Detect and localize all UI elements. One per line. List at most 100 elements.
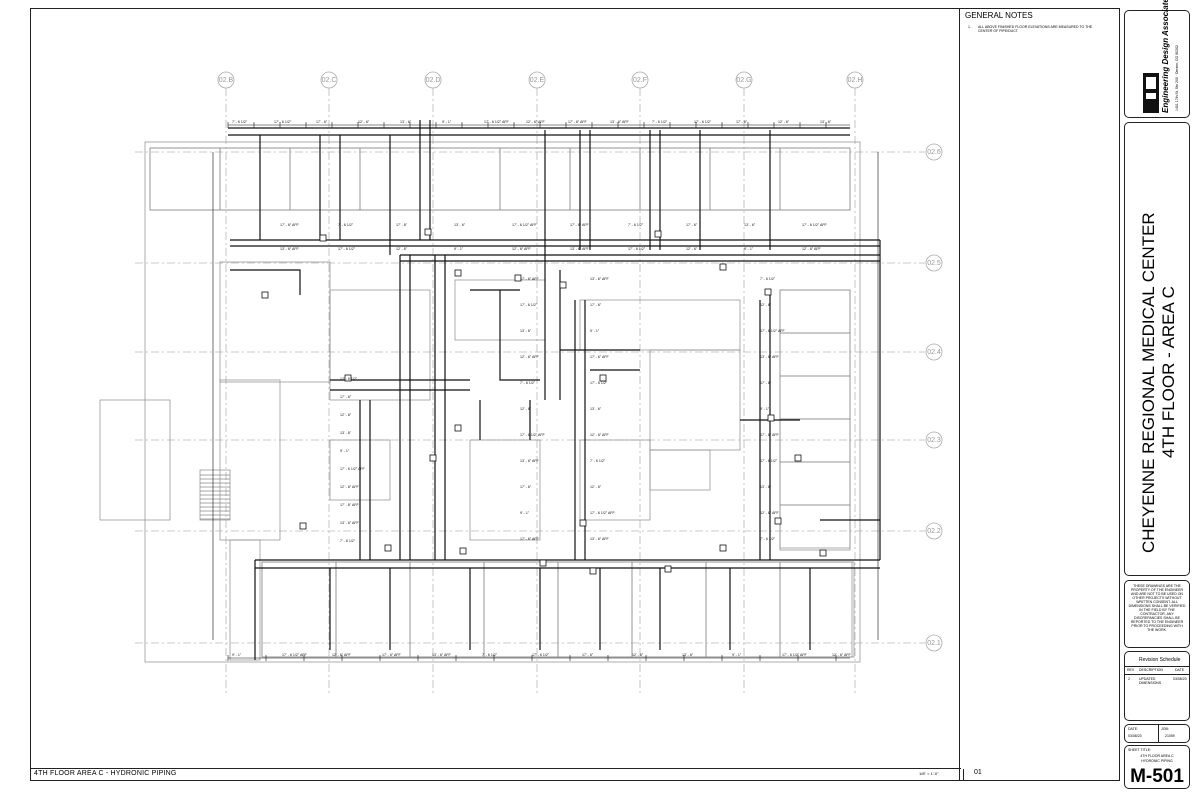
dimension-label: 13' - 6" <box>820 120 832 124</box>
dimension-label: 17' - 6" AFF <box>340 503 360 507</box>
grid-bubble-row <box>925 522 943 540</box>
dimension-label: 12' - 6" <box>340 413 352 417</box>
grid-bubble-column <box>528 71 546 89</box>
dimension-label: 9' - 1" <box>454 247 464 251</box>
project-name: CHEYENNE REGIONAL MEDICAL CENTER <box>1139 212 1158 553</box>
dimension-label: 17' - 6 1/2" AFF <box>802 223 828 227</box>
notes-column <box>960 8 1120 781</box>
patient-room <box>779 289 851 334</box>
valve-marker <box>459 547 467 555</box>
dimension-label: 7' - 6 1/2" <box>760 277 776 281</box>
dimension-label: 17' - 6 1/2" <box>532 653 550 657</box>
dimension-label: 13' - 6" <box>520 329 532 333</box>
dimension-label: 13' - 6" AFF <box>610 120 630 124</box>
view-title-bar: 4TH FLOOR AREA C - HYDRONIC PIPING 1/8" … <box>31 768 982 781</box>
valve-marker <box>719 544 727 552</box>
grid-bubble-row <box>925 254 943 272</box>
patient-room <box>779 332 851 377</box>
dimension-label: 12' - 6" <box>760 303 772 307</box>
dimension-label: 17' - 6" AFF <box>280 223 300 227</box>
patient-room <box>779 147 851 211</box>
valve-marker <box>654 230 662 238</box>
view-number: 01 <box>974 769 982 776</box>
dimension-label: 13' - 6" AFF <box>760 355 780 359</box>
grid-bubble-column <box>424 71 442 89</box>
grid-bubble-row <box>925 634 943 652</box>
sheet-date: 03/08/23 <box>1128 734 1142 738</box>
dimension-label: 13' - 6" AFF <box>280 247 300 251</box>
grid-bubble-column <box>217 71 235 89</box>
building-walls <box>99 141 861 663</box>
grid-label-column: 02.D <box>426 77 441 84</box>
grid-label-column: 02.F <box>633 77 647 84</box>
patient-room <box>429 147 501 211</box>
dimension-label: 17' - 6" <box>590 303 602 307</box>
revision-header-description: DESCRIPTION <box>1139 668 1163 672</box>
dimension-label: 17' - 6 1/2" <box>760 459 778 463</box>
dimension-label: 17' - 6 1/2" AFF <box>782 653 808 657</box>
dimension-label: 9' - 1" <box>442 120 452 124</box>
dimension-label: 9' - 1" <box>232 653 242 657</box>
dimension-label: 7' - 6 1/2" <box>628 223 644 227</box>
dimension-label: 7' - 6 1/2" <box>338 223 354 227</box>
dimension-label: 7' - 6 1/2" <box>652 120 668 124</box>
sheet-number: M-501 <box>1130 766 1184 787</box>
valve-marker <box>384 544 392 552</box>
dimension-label: 9' - 1" <box>732 653 742 657</box>
patient-room <box>779 504 851 549</box>
sheet-title-line1: 4TH FLOOR AREA C <box>1140 754 1174 758</box>
tower-room <box>99 399 171 521</box>
valve-marker <box>261 291 269 299</box>
dimension-label: 13' - 6" AFF <box>340 521 360 525</box>
revision-title: Revision Schedule <box>1139 657 1181 663</box>
grid-label-row: 02.1 <box>927 640 941 647</box>
valve-marker <box>767 414 775 422</box>
valve-marker <box>559 281 567 289</box>
room <box>469 439 541 541</box>
valve-marker <box>454 269 462 277</box>
firm-name: Engineering Design Associates <box>1161 0 1170 113</box>
grid-label-column: 02.C <box>322 77 337 84</box>
grid-label-row: 02.4 <box>927 349 941 356</box>
dimension-label: 13' - 6" AFF <box>590 537 610 541</box>
grid-bubble-column <box>846 71 864 89</box>
valve-marker <box>819 549 827 557</box>
valve-marker <box>319 234 327 242</box>
dimension-label: 7' - 6 1/2" <box>482 653 498 657</box>
dimension-label: 9' - 1" <box>340 449 350 453</box>
dimension-label: 17' - 6" <box>686 223 698 227</box>
room <box>579 439 651 521</box>
dimension-label: 9' - 1" <box>760 407 770 411</box>
grid-bubble-row <box>925 431 943 449</box>
date-label: DATE: <box>1128 727 1139 731</box>
view-title: 4TH FLOOR AREA C - HYDRONIC PIPING <box>34 770 177 777</box>
dimension-label: 13' - 6" <box>590 407 602 411</box>
dimension-label: 17' - 6 1/2" <box>340 377 358 381</box>
valve-marker <box>429 454 437 462</box>
patient-room <box>149 147 221 211</box>
sheet-title-line2: HYDRONIC PIPING <box>1141 759 1173 763</box>
dimension-label: 12' - 6" <box>358 120 370 124</box>
room <box>649 449 711 491</box>
dimension-label: 12' - 6" AFF <box>526 120 546 124</box>
dimension-labels: 7' - 6 1/2" 17' - 6 1/2" 17' - 6" 12' - 6" 1… <box>232 120 852 657</box>
dimension-label: 17' - 6" AFF <box>760 433 780 437</box>
room <box>649 349 741 451</box>
dimension-label: 17' - 6 1/2" AFF <box>340 467 366 471</box>
grid-label-row: 02.3 <box>927 437 941 444</box>
view-scale: 1/8" = 1'-0" <box>919 771 939 776</box>
grid-bubble-row <box>925 343 943 361</box>
dimension-label: 17' - 6 1/2" AFF <box>520 433 546 437</box>
dimension-label: 7' - 6 1/2" <box>340 539 356 543</box>
dimension-label: 12' - 6" AFF <box>760 511 780 515</box>
grid-bubble-column <box>320 71 338 89</box>
room <box>229 539 261 661</box>
dimension-label: 17' - 6 1/2" AFF <box>590 511 616 515</box>
dimension-label: 17' - 6 1/2" AFF <box>760 329 786 333</box>
dimension-label: 17' - 6" <box>316 120 328 124</box>
dimension-label: 17' - 6 1/2" AFF <box>282 653 308 657</box>
valve-marker <box>299 522 307 530</box>
general-notes-title: GENERAL NOTES <box>965 11 1033 20</box>
dimension-label: 17' - 6 1/2" AFF <box>512 223 538 227</box>
